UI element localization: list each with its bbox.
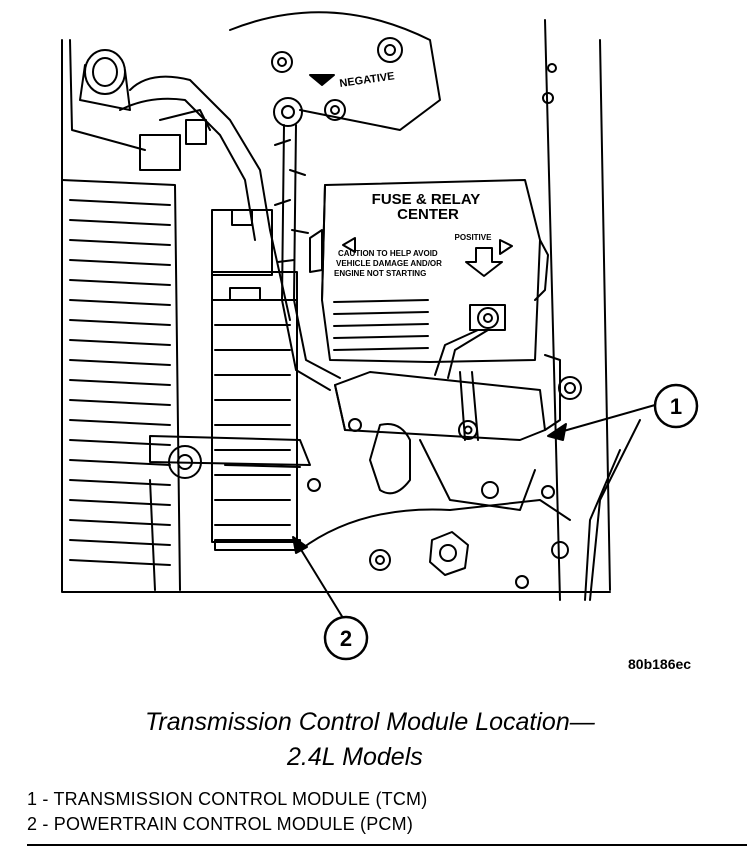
reservoir-cap bbox=[69, 39, 146, 151]
fuse-box-caution-3: ENGINE NOT STARTING bbox=[334, 269, 426, 278]
pcm-module bbox=[211, 209, 301, 551]
fuse-box-title-2: CENTER bbox=[397, 206, 459, 223]
fuse-box-positive: POSITIVE bbox=[455, 233, 493, 242]
figure-id: 80b186ec bbox=[628, 656, 692, 672]
wiring-harness bbox=[119, 75, 291, 321]
engine-bay-illustration: NEGATIVE bbox=[61, 11, 699, 661]
fuse-box-caution-1: CAUTION TO HELP AVOID bbox=[338, 249, 438, 258]
callout-1-circle bbox=[653, 383, 699, 429]
callout-2-circle bbox=[323, 615, 369, 661]
bottom-rule bbox=[27, 844, 747, 846]
callout-2-number: 2 bbox=[340, 626, 352, 651]
callout-1-arrowhead bbox=[547, 423, 567, 441]
lower-transaxle bbox=[299, 481, 571, 589]
figure-caption-line2: 2.4L Models bbox=[287, 743, 423, 771]
figure-caption-line1: Transmission Control Module Location— bbox=[145, 708, 595, 736]
fuse-box-title-1: FUSE & RELAY bbox=[372, 191, 481, 208]
engine-top-cover bbox=[229, 11, 441, 131]
callout-1-number: 1 bbox=[670, 394, 682, 419]
ground-cable bbox=[273, 97, 341, 391]
air-cleaner-housing bbox=[61, 179, 181, 591]
positive-cable bbox=[434, 304, 506, 379]
callout-2-leader bbox=[299, 547, 344, 619]
negative-label: NEGATIVE bbox=[339, 70, 396, 90]
fuse-box-caution-2: VEHICLE DAMAGE AND/OR bbox=[336, 259, 442, 268]
callout-1-leader bbox=[559, 404, 656, 433]
pcm-bracket bbox=[149, 435, 321, 591]
fuse-relay-center bbox=[309, 179, 549, 363]
right-fender-edge bbox=[544, 19, 611, 601]
legend-item-1: 1 - TRANSMISSION CONTROL MODULE (TCM) bbox=[27, 789, 428, 809]
compartment-outline bbox=[61, 39, 611, 593]
tcm-module bbox=[334, 371, 546, 511]
legend-item-2: 2 - POWERTRAIN CONTROL MODULE (PCM) bbox=[27, 814, 414, 834]
callout-2-arrowhead bbox=[292, 536, 308, 554]
right-bracket bbox=[541, 63, 582, 499]
